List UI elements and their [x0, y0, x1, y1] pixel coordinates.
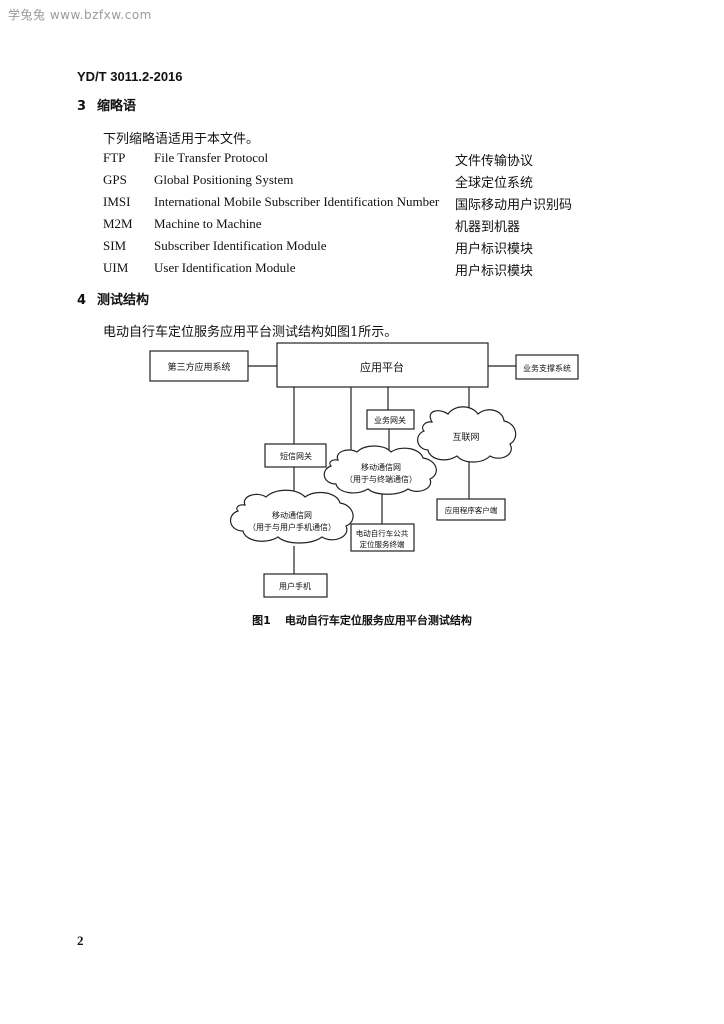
abbreviation-chinese: 国际移动用户识别码 — [455, 198, 573, 213]
section-3-title: 缩略语 — [97, 99, 137, 114]
mobile-network-terminal-cloud — [323, 445, 437, 495]
abbreviation: GPS — [103, 172, 127, 187]
abbreviation-row: GPS Global Positioning System 全球定位系统 — [0, 172, 724, 192]
mobile-network-terminal-label-line2: （用于与终端通信） — [345, 474, 417, 484]
sms-gateway-label: 短信网关 — [280, 451, 312, 461]
third-party-system-label: 第三方应用系统 — [167, 361, 230, 373]
abbreviation-row: FTP File Transfer Protocol 文件传输协议 — [0, 150, 724, 170]
mobile-network-user-label-line2: （用于与用户手机通信） — [248, 522, 336, 532]
page-number: 2 — [77, 933, 84, 948]
bike-terminal-label-line1: 电动自行车公共 — [356, 528, 409, 538]
abbreviation-full-name: Global Positioning System — [154, 172, 294, 187]
abbreviation-full-name: Subscriber Identification Module — [154, 238, 327, 253]
section-4-intro: 电动自行车定位服务应用平台测试结构如图1所示。 — [103, 325, 398, 340]
section-3-heading: 3 缩略语 — [77, 95, 136, 114]
figure-label: 图1 — [252, 614, 271, 627]
abbreviation-full-name: File Transfer Protocol — [154, 150, 269, 165]
user-phone-box — [263, 573, 328, 598]
abbreviation: FTP — [103, 150, 126, 165]
section-4-heading: 4 测试结构 — [77, 289, 149, 308]
abbreviation: UIM — [103, 260, 129, 275]
abbreviation-row: M2M Machine to Machine 机器到机器 — [0, 216, 724, 236]
abbreviation: M2M — [103, 216, 133, 231]
section-3-intro: 下列缩略语适用于本文件。 — [103, 132, 260, 147]
third-party-system-box — [149, 350, 249, 382]
business-gateway-box — [366, 409, 415, 430]
abbreviation-full-name: User Identification Module — [154, 260, 296, 275]
abbreviation-row: IMSI International Mobile Subscriber Ide… — [0, 194, 724, 214]
abbreviation-full-name: Machine to Machine — [154, 216, 262, 231]
section-4-title: 测试结构 — [97, 293, 150, 308]
business-gateway-label: 业务网关 — [374, 415, 406, 425]
abbreviation-row: SIM Subscriber Identification Module 用户标… — [0, 238, 724, 258]
sms-gateway-box — [264, 443, 327, 468]
abbreviation-chinese: 文件传输协议 — [455, 154, 534, 169]
section-3-number: 3 — [77, 99, 87, 114]
support-system-box — [515, 354, 579, 380]
section-4-number: 4 — [77, 293, 87, 308]
user-phone-label: 用户手机 — [279, 581, 311, 591]
abbreviation-row: UIM User Identification Module 用户标识模块 — [0, 260, 724, 280]
app-client-label: 应用程序客户端 — [445, 505, 498, 515]
support-system-label: 业务支撑系统 — [523, 363, 571, 373]
internet-cloud — [417, 406, 517, 463]
figure-caption: 图1 电动自行车定位服务应用平台测试结构 — [0, 612, 724, 628]
abbreviation: IMSI — [103, 194, 131, 209]
bike-terminal-label-line2: 定位服务终端 — [360, 539, 405, 549]
test-structure-diagram: 第三方应用系统 应用平台 业务支撑系统 业务网关 互联网 短信网关 移动通信网 … — [149, 342, 579, 598]
mobile-network-user-cloud — [230, 489, 354, 544]
bike-terminal-box — [350, 523, 415, 552]
abbreviation: SIM — [103, 238, 127, 253]
abbreviation-chinese: 机器到机器 — [455, 220, 521, 235]
abbreviation-chinese: 用户标识模块 — [455, 242, 534, 257]
abbreviation-chinese: 用户标识模块 — [455, 264, 534, 279]
application-platform-label: 应用平台 — [360, 360, 404, 374]
abbreviation-chinese: 全球定位系统 — [455, 176, 534, 191]
app-client-box — [436, 498, 506, 521]
figure-caption-text: 电动自行车定位服务应用平台测试结构 — [284, 614, 472, 627]
internet-label: 互联网 — [452, 432, 479, 443]
watermark: 学兔兔 www.bzfxw.com — [8, 8, 152, 22]
application-platform-box — [276, 342, 489, 388]
mobile-network-user-label-line1: 移动通信网 — [272, 510, 312, 520]
mobile-network-terminal-label-line1: 移动通信网 — [361, 462, 401, 472]
abbreviation-full-name: International Mobile Subscriber Identifi… — [154, 194, 440, 209]
standard-code-header: YD/T 3011.2-2016 — [77, 69, 183, 84]
